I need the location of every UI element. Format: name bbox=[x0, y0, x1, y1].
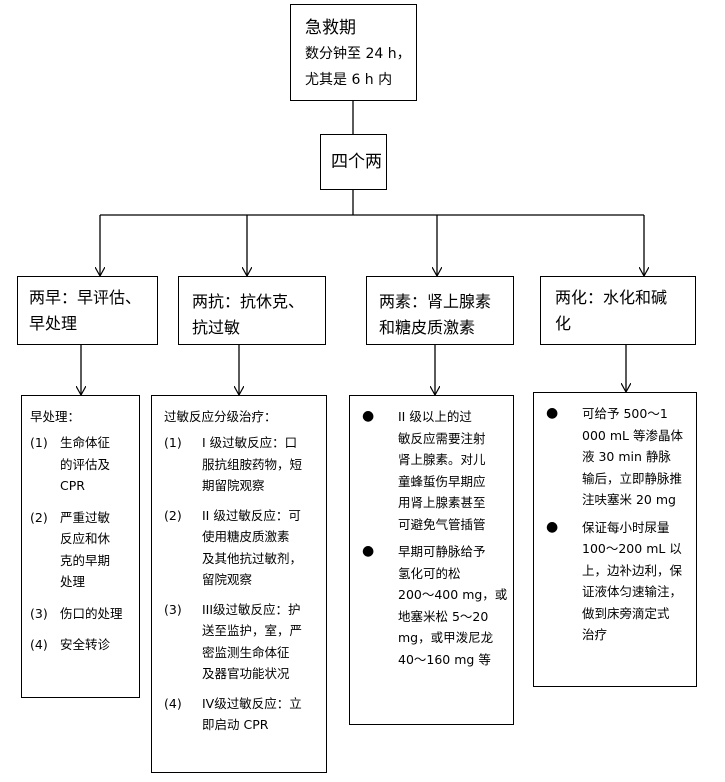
bullet-icon: ● bbox=[362, 543, 375, 559]
branch-hydration-line2: 化 bbox=[555, 314, 572, 333]
list-item: (2) II 级过敏反应：可 使用糖皮质激素 及其他抗过敏剂， 留院观察 bbox=[164, 507, 303, 588]
detail-hormone-list: ● II 级以上的过 敏反应需要注射 肾上腺素。对儿 童蜂蜇伤早期应 用肾上腺素… bbox=[362, 406, 507, 670]
emergency-phase-line1: 数分钟至 24 h， bbox=[305, 46, 411, 62]
branch-early: 两早：早评估、 早处理 bbox=[17, 276, 158, 345]
branch-anti-line1: 两抗：抗休克、 bbox=[192, 292, 305, 311]
emergency-phase-title: 急救期 bbox=[305, 18, 356, 38]
branch-hydration: 两化：水化和碱 化 bbox=[540, 276, 696, 345]
detail-early: 早处理： (1) 生命体征 的评估及 CPR (2) 严重过敏 反应和休 克的早… bbox=[21, 395, 140, 698]
list-item: ● 保证每小时尿量 100～200 mL 以 上，边补边利，保 证液体匀速输注，… bbox=[546, 518, 683, 643]
four-twos-box: 四个两 bbox=[320, 134, 387, 190]
list-item: (4) IV级过敏反应：立 即启动 CPR bbox=[164, 695, 302, 733]
detail-early-heading: 早处理： bbox=[30, 409, 81, 424]
list-item: (4) 安全转诊 bbox=[30, 637, 111, 652]
branch-hormone-line2: 和糖皮质激素 bbox=[379, 318, 476, 337]
detail-anti-list: (1) I 级过敏反应：口 服抗组胺药物，短 期留院观察 (2) II 级过敏反… bbox=[164, 432, 302, 736]
branch-early-line2: 早处理 bbox=[29, 314, 78, 333]
detail-hydration-list: ● 可给予 500～1 000 mL 等渗晶体 液 30 min 静脉 输后，立… bbox=[546, 403, 683, 646]
branch-hormone: 两素：肾上腺素 和糖皮质激素 bbox=[366, 276, 514, 345]
detail-anti-heading: 过敏反应分级治疗： bbox=[164, 409, 277, 424]
branch-anti-line2: 抗过敏 bbox=[192, 318, 241, 337]
branch-anti: 两抗：抗休克、 抗过敏 bbox=[178, 276, 326, 345]
bullet-icon: ● bbox=[546, 405, 559, 421]
bullet-icon: ● bbox=[362, 408, 375, 424]
list-item: ● II 级以上的过 敏反应需要注射 肾上腺素。对儿 童蜂蜇伤早期应 用肾上腺素… bbox=[362, 408, 486, 532]
list-item: (1) I 级过敏反应：口 服抗组胺药物，短 期留院观察 bbox=[164, 435, 303, 493]
list-item: ● 早期可静脉给予 氢化可的松 200～400 mg，或 地塞米松 5～20 m… bbox=[362, 543, 508, 667]
emergency-phase-line2: 尤其是 6 h 内 bbox=[305, 72, 393, 88]
emergency-phase-box: 急救期 数分钟至 24 h， 尤其是 6 h 内 bbox=[290, 4, 417, 101]
four-twos-label: 四个两 bbox=[331, 152, 382, 172]
detail-hydration: ● 可给予 500～1 000 mL 等渗晶体 液 30 min 静脉 输后，立… bbox=[533, 392, 697, 687]
list-item: ● 可给予 500～1 000 mL 等渗晶体 液 30 min 静脉 输后，立… bbox=[546, 405, 683, 507]
list-item: (2) 严重过敏 反应和休 克的早期 处理 bbox=[30, 509, 111, 590]
list-item: (3) III级过敏反应：护 送至监护，室，严 密监测生命体征 及器官功能状况 bbox=[164, 601, 303, 682]
list-item: (1) 生命体征 的评估及 CPR bbox=[30, 435, 111, 493]
list-item: (3) 伤口的处理 bbox=[30, 605, 123, 621]
detail-early-list: (1) 生命体征 的评估及 CPR (2) 严重过敏 反应和休 克的早期 处理 … bbox=[30, 432, 123, 656]
branch-early-line1: 两早：早评估、 bbox=[29, 288, 142, 307]
branch-hormone-line1: 两素：肾上腺素 bbox=[379, 292, 492, 311]
detail-anti: 过敏反应分级治疗： (1) I 级过敏反应：口 服抗组胺药物，短 期留院观察 (… bbox=[151, 395, 327, 773]
bullet-icon: ● bbox=[546, 518, 559, 535]
detail-hormone: ● II 级以上的过 敏反应需要注射 肾上腺素。对儿 童蜂蜇伤早期应 用肾上腺素… bbox=[349, 395, 514, 725]
branch-hydration-line1: 两化：水化和碱 bbox=[555, 288, 668, 307]
